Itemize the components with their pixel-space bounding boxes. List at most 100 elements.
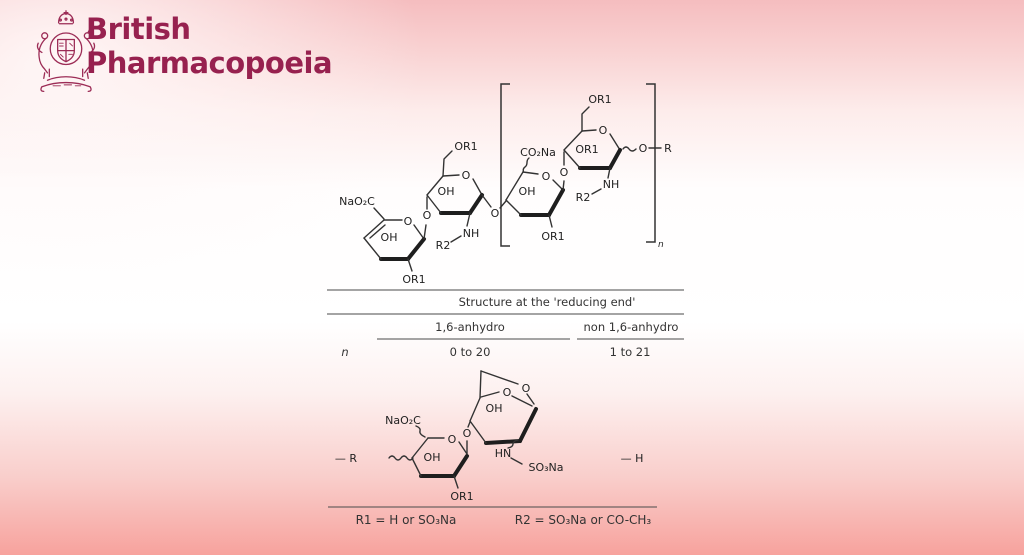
ring-oxygen-label: O [542, 170, 551, 183]
bond [480, 391, 500, 398]
garter-ring [49, 32, 83, 66]
bond [505, 199, 522, 216]
double-bond-inner [369, 224, 386, 239]
or1-label: OR1 [454, 140, 477, 153]
bottom-structure: — R NaO₂C O OH OR1 O [335, 370, 643, 503]
bond [552, 179, 564, 191]
bond [472, 178, 483, 196]
ring-1-uronate: NaO₂C O OH OR1 [339, 195, 426, 286]
bond [469, 397, 481, 422]
lion-supporter [36, 37, 50, 80]
bond [563, 149, 581, 169]
bond [526, 393, 535, 405]
table-col-right: non 1,6-anhydro [584, 320, 679, 334]
glycosidic-oxygen-label: O [560, 166, 569, 179]
r-attachment-label: — R [335, 452, 357, 465]
unicorn-supporter [82, 24, 96, 80]
bond [581, 129, 597, 132]
bond [426, 194, 442, 214]
sulfamate-label: SO₃Na [528, 461, 563, 474]
bond-bold [468, 193, 484, 215]
label-carboxylate-sodium: CO₂Na [520, 146, 556, 159]
crown-icon [57, 10, 75, 25]
hydroxyl-label: OH [424, 451, 441, 464]
glycosidic-link-1-2: O [423, 196, 432, 240]
amine-label: NH [603, 178, 620, 191]
bond [479, 370, 482, 399]
table-title: Structure at the 'reducing end' [459, 295, 636, 309]
bond [466, 212, 471, 227]
bond [469, 420, 487, 444]
or1-label: OR1 [541, 230, 564, 243]
compartment [46, 76, 86, 81]
crown-jewel [64, 17, 68, 21]
glycosidic-oxygen-label: O [491, 207, 500, 220]
table-value-left: 0 to 20 [450, 345, 491, 359]
logo-wordmark: British Pharmacopoeia [86, 12, 406, 80]
bond-bold [608, 148, 622, 170]
bond [581, 106, 590, 132]
reducing-end-table: Structure at the 'reducing end' 1,6-anhy… [327, 289, 684, 359]
ring-oxygen-label: O [522, 382, 531, 395]
bond [450, 235, 462, 243]
bond-bold [406, 237, 426, 261]
anomeric-squiggle [622, 146, 637, 152]
left-bracket [500, 83, 510, 247]
bond [423, 224, 427, 240]
bond [609, 133, 621, 151]
amine-label: NH [463, 227, 480, 240]
bond [591, 188, 602, 195]
bond [411, 457, 422, 477]
motto-scroll [40, 81, 92, 93]
legend-r2: R2 = SO₃Na or CO-CH₃ [515, 513, 652, 527]
bond-bold [452, 454, 469, 478]
right-bracket [646, 83, 656, 243]
r2-label: R2 [576, 191, 591, 204]
or1-label: OR1 [588, 93, 611, 106]
shield-hatching [59, 42, 73, 58]
bond [407, 258, 413, 272]
bottom-ring-uronate: NaO₂C O OH OR1 [385, 414, 474, 503]
glycosidic-oxygen-label: O [463, 427, 472, 440]
bond [505, 171, 524, 201]
crown-jewel [69, 18, 74, 22]
bond [442, 174, 460, 177]
bottom-ring-anhydro: O O OH HN SO₃Na [469, 370, 564, 474]
bond [467, 421, 471, 428]
bp-logo [28, 8, 104, 96]
shield [57, 38, 75, 63]
anhydro-oxygen-label: O [503, 386, 512, 399]
r-group-label: R [664, 142, 672, 155]
bond-bold [547, 188, 565, 217]
ring-oxygen-label: O [448, 433, 457, 446]
ring-2-glucosamine: OR1 O OH NH R2 [426, 140, 484, 252]
bond [411, 437, 429, 459]
ring-oxygen-label: O [462, 169, 471, 182]
label-carboxylate-sodium: NaO₂C [385, 414, 421, 427]
bond-bold [518, 407, 538, 443]
table-row-label-n: n [341, 345, 348, 359]
bond [458, 441, 468, 455]
or1-label: OR1 [575, 143, 598, 156]
bond [426, 175, 444, 196]
legend: R1 = H or SO₃Na R2 = SO₃Na or CO-CH₃ [328, 506, 657, 527]
motto-text-marks [52, 84, 82, 87]
anomeric-oxygen-label: O [639, 142, 648, 155]
bond [522, 171, 539, 175]
table-col-left: 1,6-anhydro [435, 320, 505, 334]
bond [480, 370, 519, 385]
glycosidic-oxygen-label: O [423, 209, 432, 222]
top-structure: NaO₂C O OH OR1 O OR1 O OH NH R2 [339, 83, 672, 286]
bond [511, 395, 533, 407]
squiggle-bond [522, 157, 530, 173]
or1-label: OR1 [402, 273, 425, 286]
glycosidic-link-3-4: O [560, 151, 569, 191]
label-carboxylate-sodium: NaO₂C [339, 195, 375, 208]
hydroxyl-label: OH [438, 185, 455, 198]
glycosidic-link-2-3: O [481, 194, 507, 220]
bond [363, 219, 385, 239]
legend-r1: R1 = H or SO₃Na [356, 513, 457, 527]
bond [548, 214, 553, 228]
hydroxyl-label: OH [486, 402, 503, 415]
